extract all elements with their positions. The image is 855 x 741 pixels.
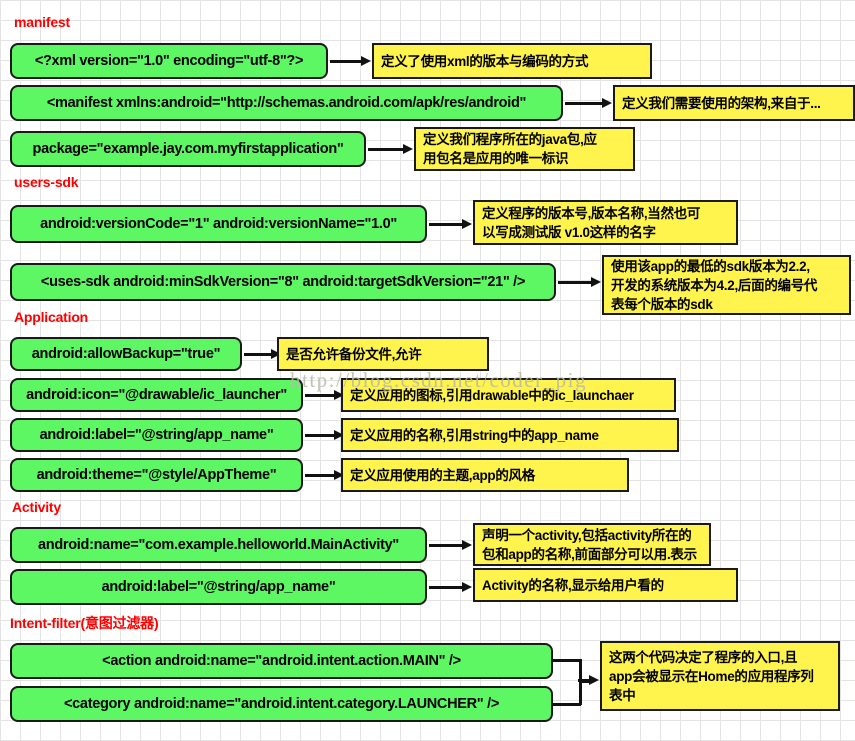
arrow-xml-decl (330, 56, 372, 66)
section-label-intent-filter: Intent-filter(意图过滤器) (10, 615, 159, 631)
section-label-application: Application (14, 309, 89, 325)
note-intent-filter: 这两个代码决定了程序的入口,且 app会被显示在Home的应用程序列 表中 (600, 641, 840, 711)
code-box-app-theme[interactable]: android:theme="@style/AppTheme" (10, 458, 303, 492)
code-box-version[interactable]: android:versionCode="1" android:versionN… (10, 205, 427, 243)
note-uses-sdk: 使用该app的最低的sdk版本为2.2, 开发的系统版本为4.2,后面的编号代 … (602, 255, 851, 315)
code-box-action-main[interactable]: <action android:name="android.intent.act… (10, 643, 553, 679)
section-label-users-sdk: users-sdk (14, 174, 79, 190)
note-activity-name: 声明一个activity,包括activity所在的 包和app的名称,前面部分… (473, 523, 711, 566)
code-box-xml-decl[interactable]: <?xml version="1.0" encoding="utf-8"?> (10, 43, 328, 79)
arrow-activity-name (429, 540, 473, 550)
arrow-version (429, 219, 473, 229)
code-box-category-launcher[interactable]: <category android:name="android.intent.c… (10, 686, 553, 722)
code-box-app-label[interactable]: android:label="@string/app_name" (10, 418, 303, 452)
code-box-activity-name[interactable]: android:name="com.example.helloworld.Mai… (10, 527, 427, 563)
arrow-package (368, 144, 414, 154)
arrow-manifest-tag (565, 98, 613, 108)
note-allow-backup: 是否允许备份文件,允许 (277, 337, 489, 371)
arrow-app-theme (305, 470, 345, 480)
code-box-uses-sdk[interactable]: <uses-sdk android:minSdkVersion="8" andr… (10, 263, 556, 301)
code-box-manifest-tag[interactable]: <manifest xmlns:android="http://schemas.… (10, 85, 563, 121)
note-package: 定义我们程序所在的java包,应 用包名是应用的唯一标识 (414, 127, 635, 171)
note-app-icon: 定义应用的图标,引用drawable中的ic_launchaer (341, 378, 676, 412)
arrow-uses-sdk (558, 277, 602, 287)
bracket-connector-intent-filter (553, 655, 597, 710)
arrow-activity-label (429, 582, 473, 592)
note-manifest: 定义我们需要使用的架构,来自于... (613, 85, 855, 121)
code-box-activity-label[interactable]: android:label="@string/app_name" (10, 569, 427, 605)
note-activity-label: Activity的名称,显示给用户看的 (473, 568, 738, 602)
section-label-manifest: manifest (14, 14, 70, 30)
section-label-activity: Activity (12, 499, 61, 515)
note-app-theme: 定义应用使用的主题,app的风格 (341, 458, 629, 492)
code-box-app-icon[interactable]: android:icon="@drawable/ic_launcher" (10, 378, 303, 412)
note-xml-decl: 定义了使用xml的版本与编码的方式 (372, 43, 652, 79)
code-box-allow-backup[interactable]: android:allowBackup="true" (10, 337, 242, 371)
arrow-app-label (305, 430, 345, 440)
code-box-package[interactable]: package="example.jay.com.myfirstapplicat… (10, 131, 366, 167)
note-app-label: 定义应用的名称,引用string中的app_name (341, 418, 679, 452)
watermark-text: http://blog.csdn.net/coder_pig (290, 368, 587, 392)
note-version: 定义程序的版本号,版本名称,当然也可 以写成测试版 v1.0这样的名字 (473, 200, 738, 245)
